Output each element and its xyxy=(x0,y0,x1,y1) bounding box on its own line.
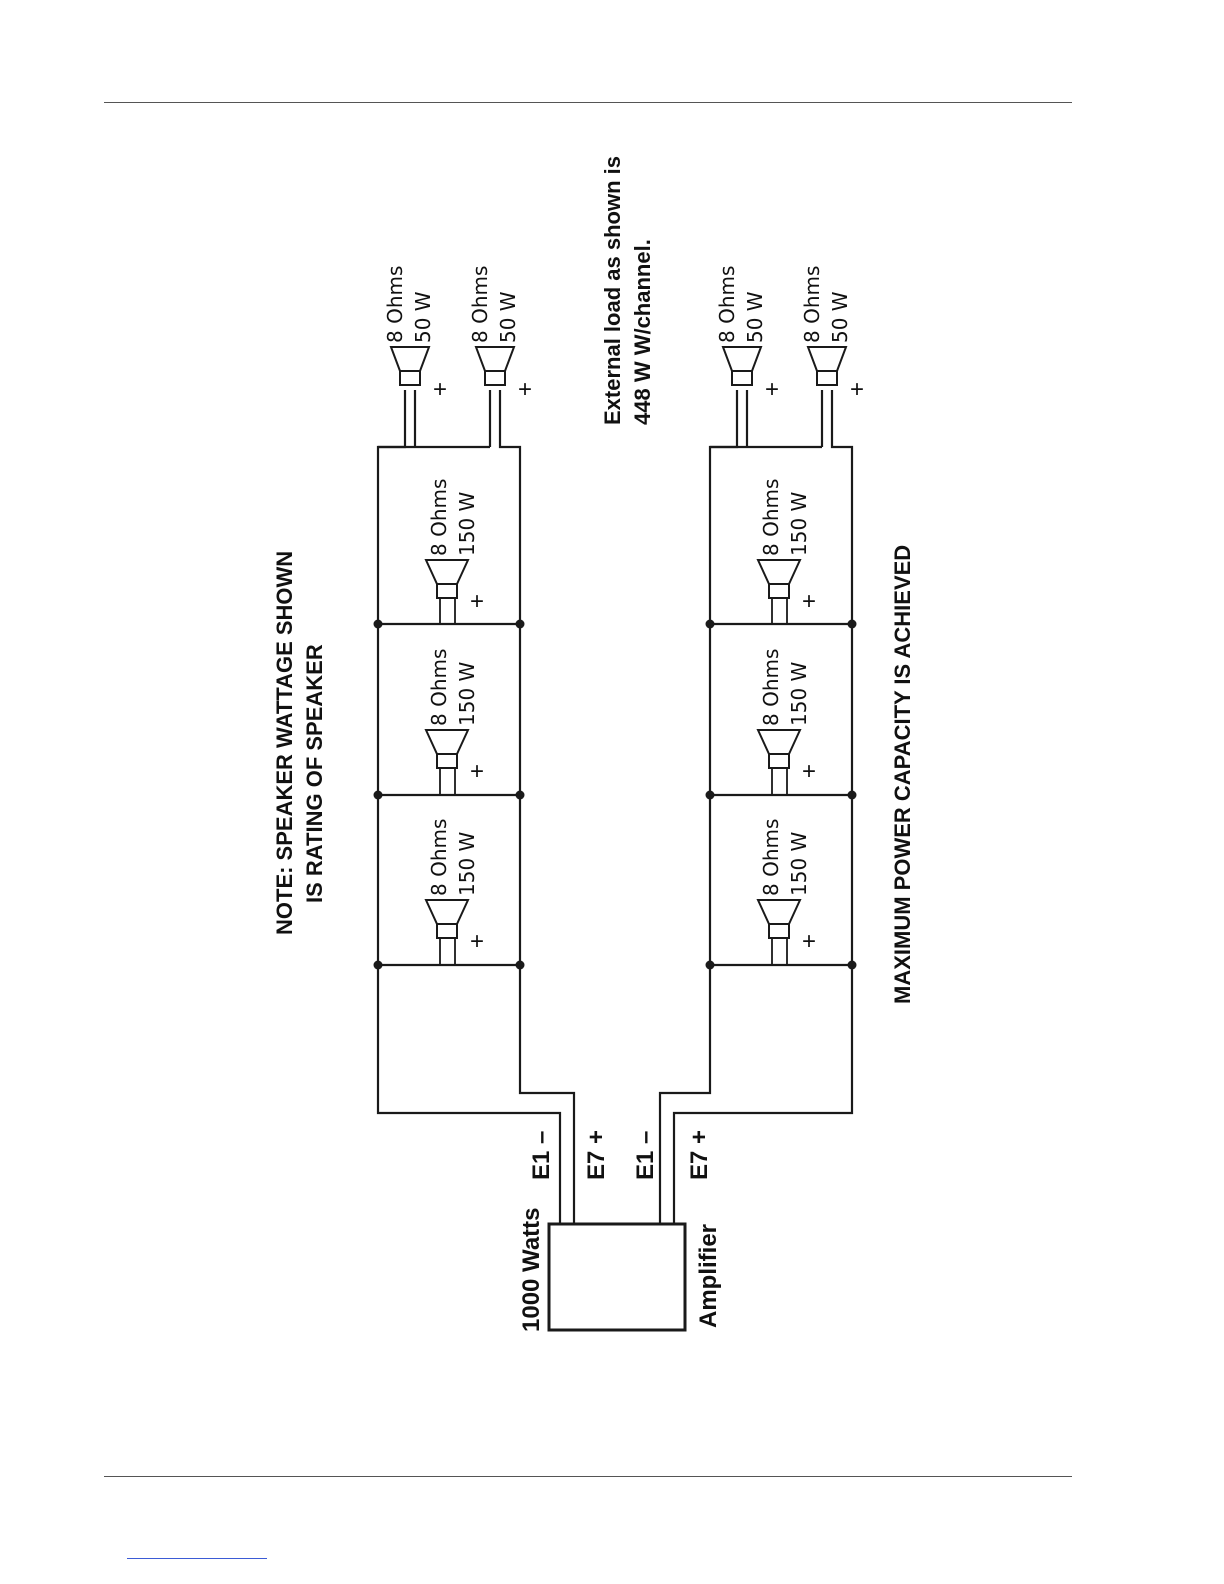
speaker-wattage-label: 150 W xyxy=(787,491,811,556)
speaker-wattage-label: 50 W xyxy=(743,291,767,343)
speaker-impedance-label: 8 Ohms xyxy=(759,479,783,556)
amplifier-name-label: Amplifier xyxy=(695,1224,722,1328)
speaker-cone-icon xyxy=(474,346,516,372)
polarity-plus-label: + xyxy=(518,376,532,403)
terminal-e7-plus-ch1: E7 + xyxy=(583,1130,610,1180)
speaker-wattage-label: 150 W xyxy=(455,831,479,896)
speaker-wattage-label: 150 W xyxy=(455,491,479,556)
polarity-plus-label: + xyxy=(802,928,816,955)
polarity-plus-label: + xyxy=(433,376,447,403)
speaker-magnet-icon xyxy=(768,923,790,939)
speaker-wattage-label: 150 W xyxy=(787,661,811,726)
note-line-1: NOTE: SPEAKER WATTAGE SHOWN xyxy=(272,551,297,935)
speaker-magnet-icon xyxy=(484,370,506,386)
speaker-impedance-label: 8 Ohms xyxy=(427,479,451,556)
speaker-cone-icon xyxy=(424,729,470,755)
speaker-impedance-label: 8 Ohms xyxy=(468,266,492,343)
terminal-e1-minus-ch2: E1 – xyxy=(632,1131,659,1180)
external-load-line-2: 448 W W/channel. xyxy=(630,239,655,425)
polarity-plus-label: + xyxy=(802,758,816,785)
polarity-plus-label: + xyxy=(470,588,484,615)
speaker-magnet-icon xyxy=(436,923,458,939)
speaker-magnet-icon xyxy=(768,583,790,599)
speaker-magnet-icon xyxy=(731,370,753,386)
speaker-wattage-label: 50 W xyxy=(828,291,852,343)
polarity-plus-label: + xyxy=(765,376,779,403)
speaker-magnet-icon xyxy=(436,583,458,599)
speaker-magnet-icon xyxy=(768,753,790,769)
speaker-cone-icon xyxy=(756,899,802,925)
channel-1-wiring xyxy=(373,390,576,1224)
footer-rule xyxy=(104,1476,1072,1477)
amplifier-watts-label: 1000 Watts xyxy=(518,1208,545,1333)
speaker-cone-icon xyxy=(756,559,802,585)
speaker-impedance-label: 8 Ohms xyxy=(759,819,783,896)
speaker-impedance-label: 8 Ohms xyxy=(759,649,783,726)
speaker-magnet-icon xyxy=(816,370,838,386)
max-power-label: MAXIMUM POWER CAPACITY IS ACHIEVED xyxy=(890,545,915,1004)
speaker-impedance-label: 8 Ohms xyxy=(383,266,407,343)
speaker-cone-icon xyxy=(389,346,431,372)
speaker-wattage-label: 50 W xyxy=(496,291,520,343)
terminal-e7-plus-ch2: E7 + xyxy=(686,1130,713,1180)
polarity-plus-label: + xyxy=(470,758,484,785)
speaker-impedance-label: 8 Ohms xyxy=(427,649,451,726)
polarity-plus-label: + xyxy=(802,588,816,615)
speaker-wattage-label: 50 W xyxy=(411,291,435,343)
speaker-cone-icon xyxy=(756,729,802,755)
header-rule xyxy=(104,102,1072,103)
speaker-cone-icon xyxy=(721,346,763,372)
speaker-magnet-icon xyxy=(436,753,458,769)
terminal-e1-minus-ch1: E1 – xyxy=(528,1131,555,1180)
speaker-cone-icon xyxy=(424,559,470,585)
speaker-impedance-label: 8 Ohms xyxy=(715,266,739,343)
speaker-cone-icon xyxy=(424,899,470,925)
speaker-magnet-icon xyxy=(399,370,421,386)
footer-link-underline xyxy=(127,1558,267,1559)
channel-2-wiring xyxy=(658,390,857,1224)
speaker-impedance-label: 8 Ohms xyxy=(427,819,451,896)
amplifier-box xyxy=(547,1222,687,1332)
speaker-cone-icon xyxy=(806,346,848,372)
external-load-line-1: External load as shown is xyxy=(600,156,625,425)
polarity-plus-label: + xyxy=(850,376,864,403)
speaker-wattage-label: 150 W xyxy=(455,661,479,726)
speaker-impedance-label: 8 Ohms xyxy=(800,266,824,343)
note-line-2: IS RATING OF SPEAKER xyxy=(302,644,327,903)
polarity-plus-label: + xyxy=(470,928,484,955)
speaker-wattage-label: 150 W xyxy=(787,831,811,896)
